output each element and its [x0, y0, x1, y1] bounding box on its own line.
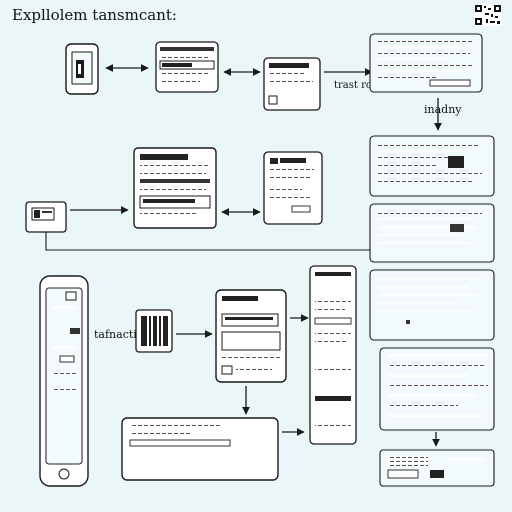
card-node: [25, 201, 67, 233]
checkout-screen-node: [133, 147, 217, 229]
payment-form-node: [155, 41, 219, 93]
label-inadny: inadny: [424, 103, 462, 116]
barcode-ticket-node: [135, 309, 173, 353]
mobile-device-node: [65, 43, 99, 95]
phone-node: [39, 275, 89, 487]
gateway-node: [263, 57, 321, 111]
receipt-document-3: [369, 203, 495, 263]
ledger-node: [309, 265, 357, 445]
confirmation-node: [263, 151, 323, 225]
receipt-document-4: [369, 269, 495, 341]
receipt-document-2: [369, 135, 495, 197]
label-trust: trast rcant: [334, 80, 388, 91]
summary-panel-node: [121, 417, 279, 481]
terminal-node: [215, 289, 287, 383]
qr-code-icon: [474, 4, 502, 26]
label-transaction: tafnactin: [94, 328, 144, 341]
diagram-title: Expllolem tansmcant:: [12, 6, 177, 24]
receipt-document-top: [369, 33, 483, 93]
receipt-document-5: [379, 347, 495, 431]
receipt-document-6: [379, 449, 495, 487]
